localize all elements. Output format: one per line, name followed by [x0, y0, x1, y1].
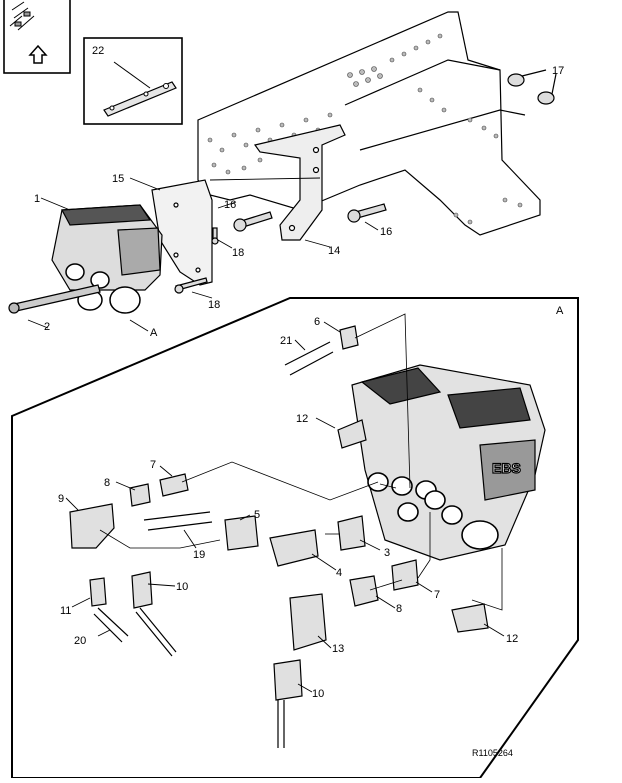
- ebs-modulator-unit: EBS: [351, 364, 546, 561]
- orientation-box: [3, 0, 71, 74]
- callout-8a: 8: [104, 477, 110, 489]
- callout-15: 15: [112, 173, 124, 185]
- bushing-17: [507, 69, 557, 105]
- routing-lines: [99, 313, 503, 611]
- callout-16a: 16: [224, 199, 236, 211]
- callouts: 1 2 A 15 16 18 18 14 16 17 22 A 6 21 12 …: [34, 45, 564, 700]
- callout-5: 5: [254, 509, 260, 521]
- ebs-marking: EBS: [492, 460, 521, 476]
- callout-22: 22: [92, 45, 104, 57]
- leader-lines-top: [27, 177, 379, 332]
- callout-6: 6: [314, 316, 320, 328]
- callout-7b: 7: [434, 589, 440, 601]
- callout-a-detail: A: [556, 305, 564, 317]
- valve-unit-icon: [8, 204, 163, 314]
- callout-1: 1: [34, 193, 40, 205]
- callout-2: 2: [44, 321, 50, 333]
- callout-10a: 10: [176, 581, 188, 593]
- bolts: [174, 203, 387, 294]
- callout-19: 19: [193, 549, 205, 561]
- callout-8b: 8: [396, 603, 402, 615]
- callout-18a: 18: [232, 247, 244, 259]
- part-22-box: [83, 37, 183, 125]
- callout-3: 3: [384, 547, 390, 559]
- callout-18b: 18: [208, 299, 220, 311]
- callout-17: 17: [552, 65, 564, 77]
- fittings: [69, 325, 489, 701]
- callout-20: 20: [74, 635, 86, 647]
- callout-21: 21: [280, 335, 292, 347]
- callout-12b: 12: [506, 633, 518, 645]
- mounting-plate-15: [151, 179, 213, 286]
- callout-11: 11: [60, 605, 71, 617]
- frame-holes: [207, 33, 523, 225]
- callout-7a: 7: [150, 459, 156, 471]
- callout-9: 9: [58, 493, 64, 505]
- up-arrow-icon: [28, 44, 48, 64]
- callout-10b: 10: [312, 688, 324, 700]
- mounting-bracket-14: [253, 124, 346, 241]
- chassis-thumbnail-icon: [9, 1, 35, 31]
- callout-12a: 12: [296, 413, 308, 425]
- bracket-icon: [103, 81, 177, 117]
- reference-code: R1105264: [472, 748, 513, 758]
- pipes: [93, 341, 334, 748]
- leader-lines-detail: [65, 321, 505, 693]
- callout-4: 4: [336, 567, 342, 579]
- callout-13: 13: [332, 643, 344, 655]
- callout-16b: 16: [380, 226, 392, 238]
- callout-14: 14: [328, 245, 340, 257]
- chassis-frame: [197, 11, 541, 236]
- callout-a-top: A: [150, 327, 158, 339]
